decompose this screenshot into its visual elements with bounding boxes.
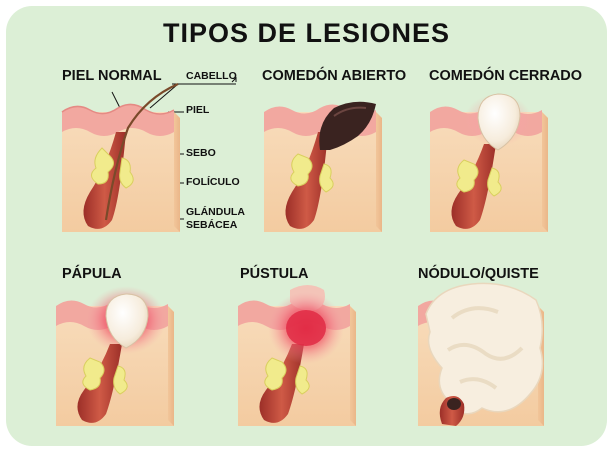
label-gland-line1: GLÁNDULA (186, 206, 245, 218)
nodule-cyst-illustration (418, 282, 544, 426)
header-pustule: PÚSTULA (240, 266, 309, 282)
label-skin: PIEL (186, 104, 210, 116)
label-follicle: FOLÍCULO (186, 176, 240, 188)
header-normal-skin: PIEL NORMAL (62, 68, 162, 84)
papule-illustration (56, 286, 174, 426)
page-title: TIPOS DE LESIONES (162, 18, 451, 48)
open-comedone-illustration (264, 101, 382, 232)
label-gland-line2: SEBÁCEA (186, 219, 238, 231)
label-hair: CABELLO (186, 70, 237, 82)
label-sebum: SEBO (186, 147, 216, 159)
header-open-comedone: COMEDÓN ABIERTO (262, 68, 407, 84)
header-papule: PÁPULA (62, 266, 122, 282)
pustule-illustration (238, 285, 356, 426)
normal-skin-illustration (61, 82, 180, 232)
closed-comedone-illustration (430, 93, 548, 232)
header-nodule-cyst: NÓDULO/QUISTE (418, 266, 539, 282)
header-closed-comedone: COMEDÓN CERRADO (429, 68, 583, 84)
